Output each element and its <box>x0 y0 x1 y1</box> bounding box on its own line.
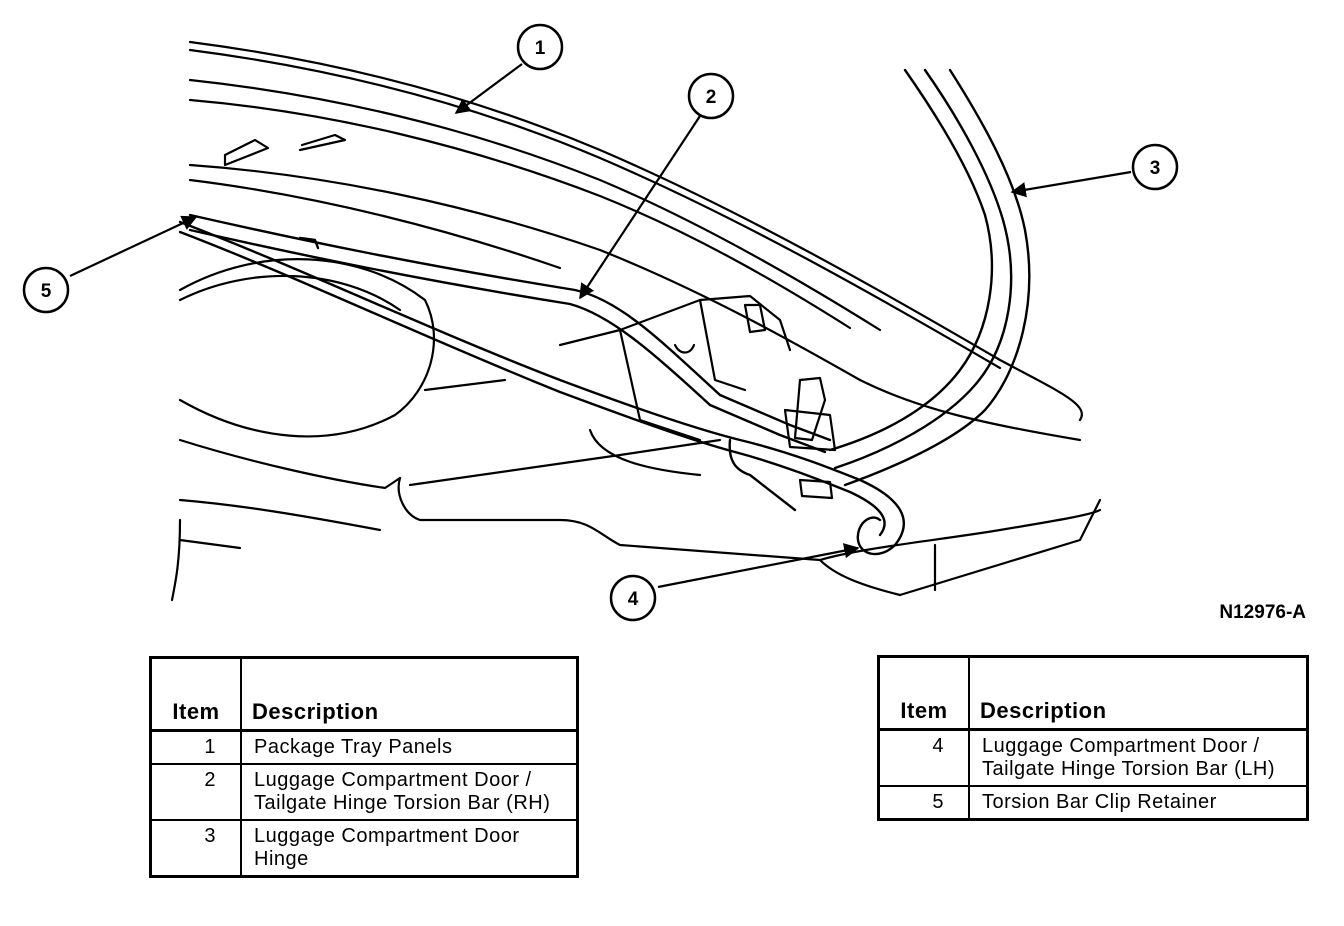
legend-table-left: Item Description 1 Package Tray Panels 2… <box>149 656 579 878</box>
item-number: 2 <box>149 763 242 821</box>
legend-header-row: Item Description <box>877 655 1309 731</box>
callout-3: 3 <box>1131 143 1179 191</box>
callout-1: 1 <box>516 23 564 71</box>
figure-id: N12976-A <box>1219 602 1306 623</box>
legend-row: 1 Package Tray Panels <box>149 729 579 765</box>
legend-row: 2 Luggage Compartment Door / Tailgate Hi… <box>149 763 579 821</box>
callout-5: 5 <box>22 266 70 314</box>
svg-text:4: 4 <box>628 589 639 610</box>
legend-row: 3 Luggage Compartment Door Hinge <box>149 819 579 878</box>
svg-text:3: 3 <box>1150 158 1161 179</box>
torsion-bar-illustration: 1 2 3 4 5 <box>22 23 1179 622</box>
description-column-header: Description <box>240 656 579 732</box>
item-description: Package Tray Panels <box>240 729 579 765</box>
svg-text:2: 2 <box>706 87 717 108</box>
legend-table-right: Item Description 4 Luggage Compartment D… <box>877 655 1309 821</box>
svg-text:1: 1 <box>535 38 546 59</box>
legend-row: 4 Luggage Compartment Door / Tailgate Hi… <box>877 728 1309 787</box>
svg-text:5: 5 <box>41 281 52 302</box>
item-number: 1 <box>149 729 242 765</box>
item-column-header: Item <box>149 656 242 732</box>
callout-2: 2 <box>687 72 735 120</box>
legend-row: 5 Torsion Bar Clip Retainer <box>877 785 1309 821</box>
callout-leaders <box>69 63 1132 589</box>
item-description: Luggage Compartment Door Hinge <box>240 819 579 878</box>
item-number: 3 <box>149 819 242 878</box>
item-number: 5 <box>877 785 970 821</box>
item-description: Luggage Compartment Door / Tailgate Hing… <box>968 728 1309 787</box>
item-number: 4 <box>877 728 970 787</box>
door-hinge-drawing <box>828 68 1031 487</box>
callout-4: 4 <box>609 574 657 622</box>
legend-header-row: Item Description <box>149 656 579 732</box>
description-column-header: Description <box>968 655 1309 731</box>
package-tray-panels-drawing <box>170 40 1102 602</box>
item-column-header: Item <box>877 655 970 731</box>
item-description: Torsion Bar Clip Retainer <box>968 785 1309 821</box>
item-description: Luggage Compartment Door / Tailgate Hing… <box>240 763 579 821</box>
torsion-bars-drawing <box>178 213 905 556</box>
